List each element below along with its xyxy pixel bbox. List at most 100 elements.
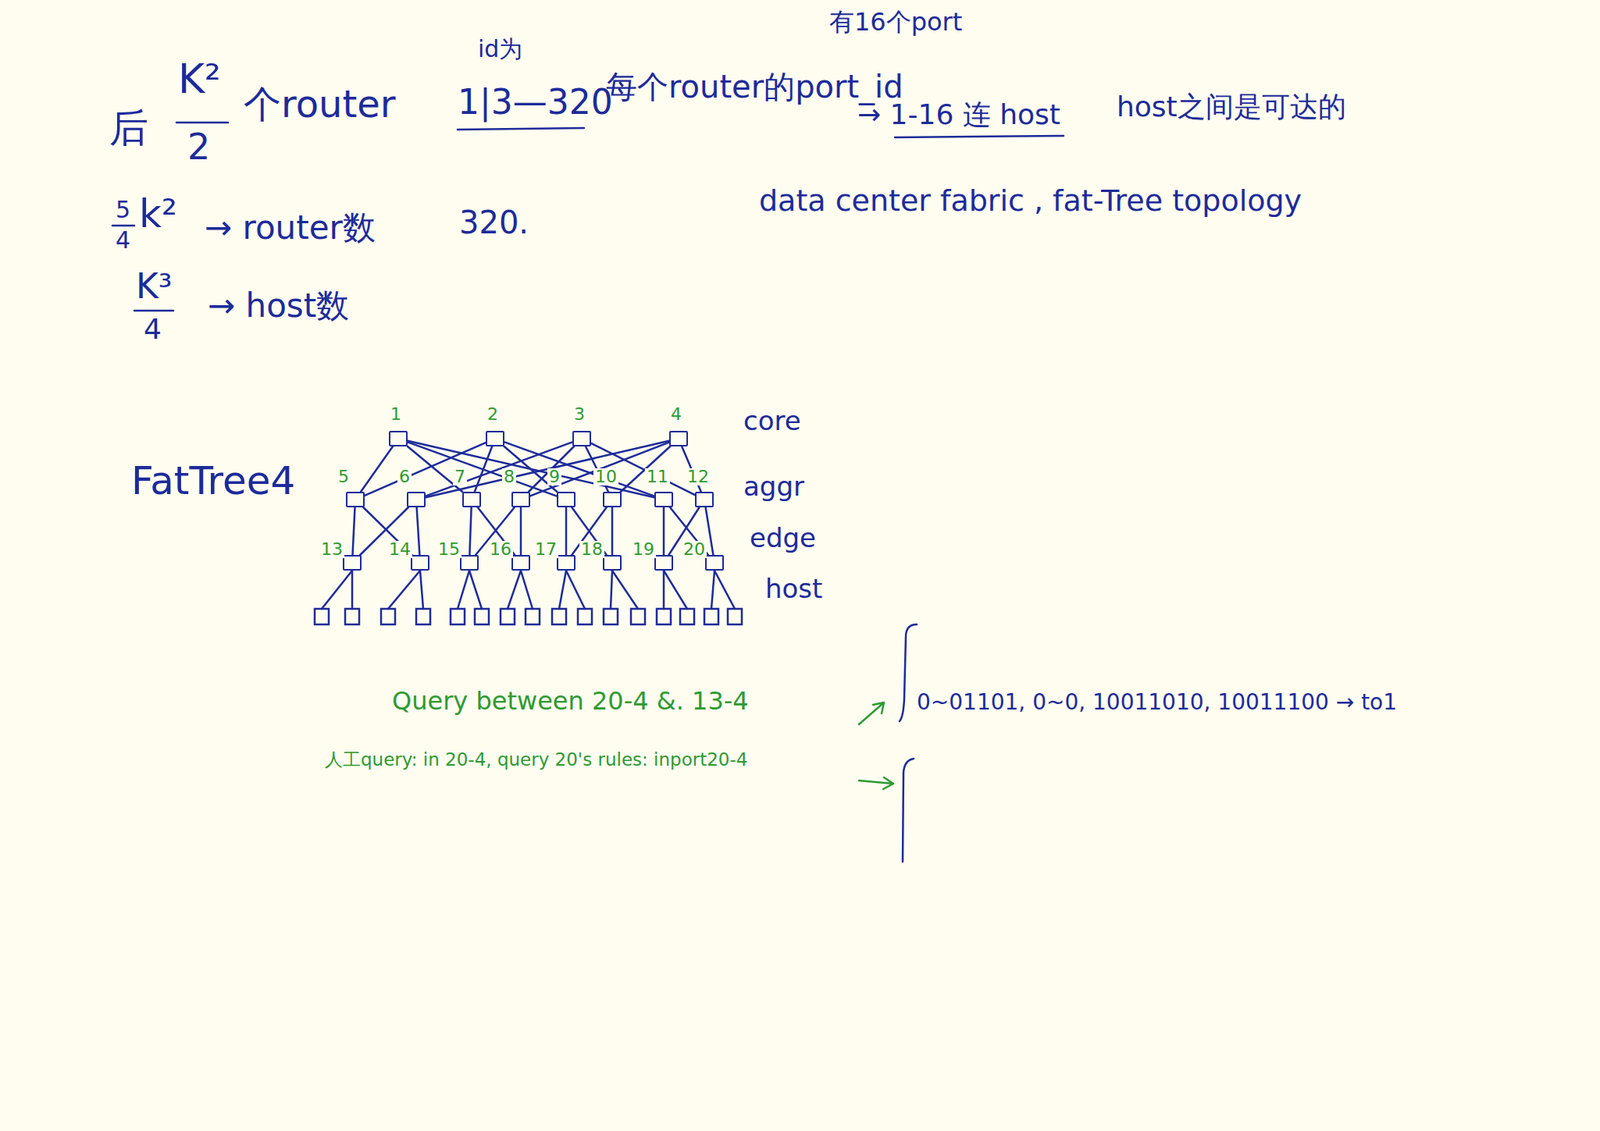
router-box: 12 bbox=[694, 491, 714, 508]
router-id: 2 bbox=[485, 406, 500, 424]
router-box: 7 bbox=[462, 491, 482, 508]
note-text: 后 bbox=[109, 106, 149, 152]
router-id: 17 bbox=[533, 541, 559, 559]
link-line bbox=[469, 507, 471, 556]
formula-term: 4 bbox=[143, 313, 162, 346]
router-id: 4 bbox=[669, 406, 684, 424]
rule-list: 0~01101, 0~0, 10011010, 10011100 → to1 bbox=[916, 690, 1397, 716]
router-id: 15 bbox=[436, 541, 462, 559]
query-note: Query between 20-4 &. 13-4 bbox=[391, 687, 749, 717]
host-box bbox=[525, 609, 540, 625]
host-box bbox=[552, 609, 567, 625]
host-box bbox=[727, 609, 742, 625]
host-link bbox=[388, 570, 421, 610]
router-box: 18 bbox=[602, 555, 622, 571]
router-id: 18 bbox=[579, 541, 605, 559]
host-box bbox=[314, 609, 329, 625]
router-box: 9 bbox=[556, 491, 576, 508]
link-line bbox=[620, 446, 670, 492]
formula-term: K² bbox=[178, 56, 221, 104]
host-box bbox=[603, 609, 618, 625]
router-box: 6 bbox=[406, 491, 426, 508]
fraction-bar bbox=[134, 310, 174, 313]
formula-term: 2 bbox=[187, 126, 211, 168]
router-box: 17 bbox=[556, 555, 576, 571]
id-range: 1|3—320 bbox=[457, 82, 613, 123]
diagram-title: FatTree4 bbox=[131, 459, 296, 505]
note-text: → host数 bbox=[207, 287, 350, 325]
router-id: 10 bbox=[593, 468, 619, 486]
host-link bbox=[610, 570, 613, 610]
host-box bbox=[345, 609, 360, 625]
host-link bbox=[559, 570, 567, 610]
router-id: 1 bbox=[388, 406, 403, 424]
link-line bbox=[425, 441, 670, 498]
router-id: 20 bbox=[681, 541, 707, 559]
host-box bbox=[704, 609, 719, 625]
layer-name: edge bbox=[749, 523, 817, 554]
router-box: 16 bbox=[511, 555, 531, 571]
formula-term: k² bbox=[138, 192, 178, 238]
router-id: 12 bbox=[685, 468, 711, 486]
router-box: 5 bbox=[345, 491, 365, 508]
pointer-arrow bbox=[858, 777, 894, 790]
note-text: 有16个port bbox=[829, 7, 963, 37]
host-box bbox=[474, 609, 489, 625]
note-text: host之间是可达的 bbox=[1116, 90, 1347, 123]
router-box: 3 bbox=[572, 431, 592, 447]
note-text: id为 bbox=[477, 35, 523, 64]
link-line bbox=[565, 507, 568, 556]
host-link bbox=[663, 570, 688, 610]
router-id: 11 bbox=[644, 468, 670, 486]
router-id: 6 bbox=[397, 468, 412, 486]
host-box bbox=[680, 609, 695, 625]
host-link bbox=[711, 570, 715, 610]
router-id: 9 bbox=[547, 468, 562, 486]
note-text: 320. bbox=[459, 204, 529, 241]
layer-name: aggr bbox=[743, 471, 805, 503]
host-link bbox=[612, 570, 638, 610]
fraction-bar bbox=[176, 121, 229, 125]
pointer-arrow bbox=[858, 702, 884, 725]
note-text: → 1-16 连 host bbox=[857, 98, 1061, 131]
router-id: 13 bbox=[319, 541, 345, 559]
link-line bbox=[352, 507, 355, 556]
host-link bbox=[457, 570, 470, 610]
query-note: 人工query: in 20-4, query 20's rules: inpo… bbox=[324, 749, 748, 770]
curly-bracket bbox=[899, 624, 917, 722]
router-box: 11 bbox=[654, 491, 674, 508]
link-line bbox=[611, 507, 614, 556]
formula-term: 4 bbox=[115, 227, 131, 255]
router-id: 7 bbox=[452, 468, 467, 486]
router-box: 1 bbox=[388, 431, 408, 447]
host-box bbox=[656, 609, 671, 625]
link-line bbox=[407, 441, 655, 498]
note-text: data center fabric , fat-Tree topology bbox=[759, 184, 1302, 219]
host-link bbox=[469, 570, 482, 610]
link-line bbox=[705, 507, 714, 556]
link-line bbox=[520, 507, 523, 556]
router-box: 13 bbox=[342, 555, 362, 571]
host-link bbox=[714, 570, 735, 610]
router-box: 10 bbox=[602, 491, 622, 508]
host-box bbox=[500, 609, 515, 625]
router-box: 19 bbox=[654, 555, 674, 571]
fraction-bar bbox=[112, 224, 135, 228]
router-id: 16 bbox=[488, 541, 514, 559]
host-link bbox=[351, 570, 354, 610]
router-id: 3 bbox=[572, 406, 587, 424]
host-box bbox=[577, 609, 592, 625]
host-box bbox=[416, 609, 431, 625]
link-line bbox=[530, 442, 670, 497]
router-id: 5 bbox=[336, 468, 351, 486]
host-box bbox=[630, 609, 645, 625]
formula-term: K³ bbox=[135, 267, 173, 307]
underline bbox=[457, 128, 585, 130]
router-id: 8 bbox=[502, 468, 517, 486]
host-link bbox=[520, 570, 533, 610]
host-link bbox=[507, 570, 521, 610]
link-line bbox=[591, 443, 695, 496]
